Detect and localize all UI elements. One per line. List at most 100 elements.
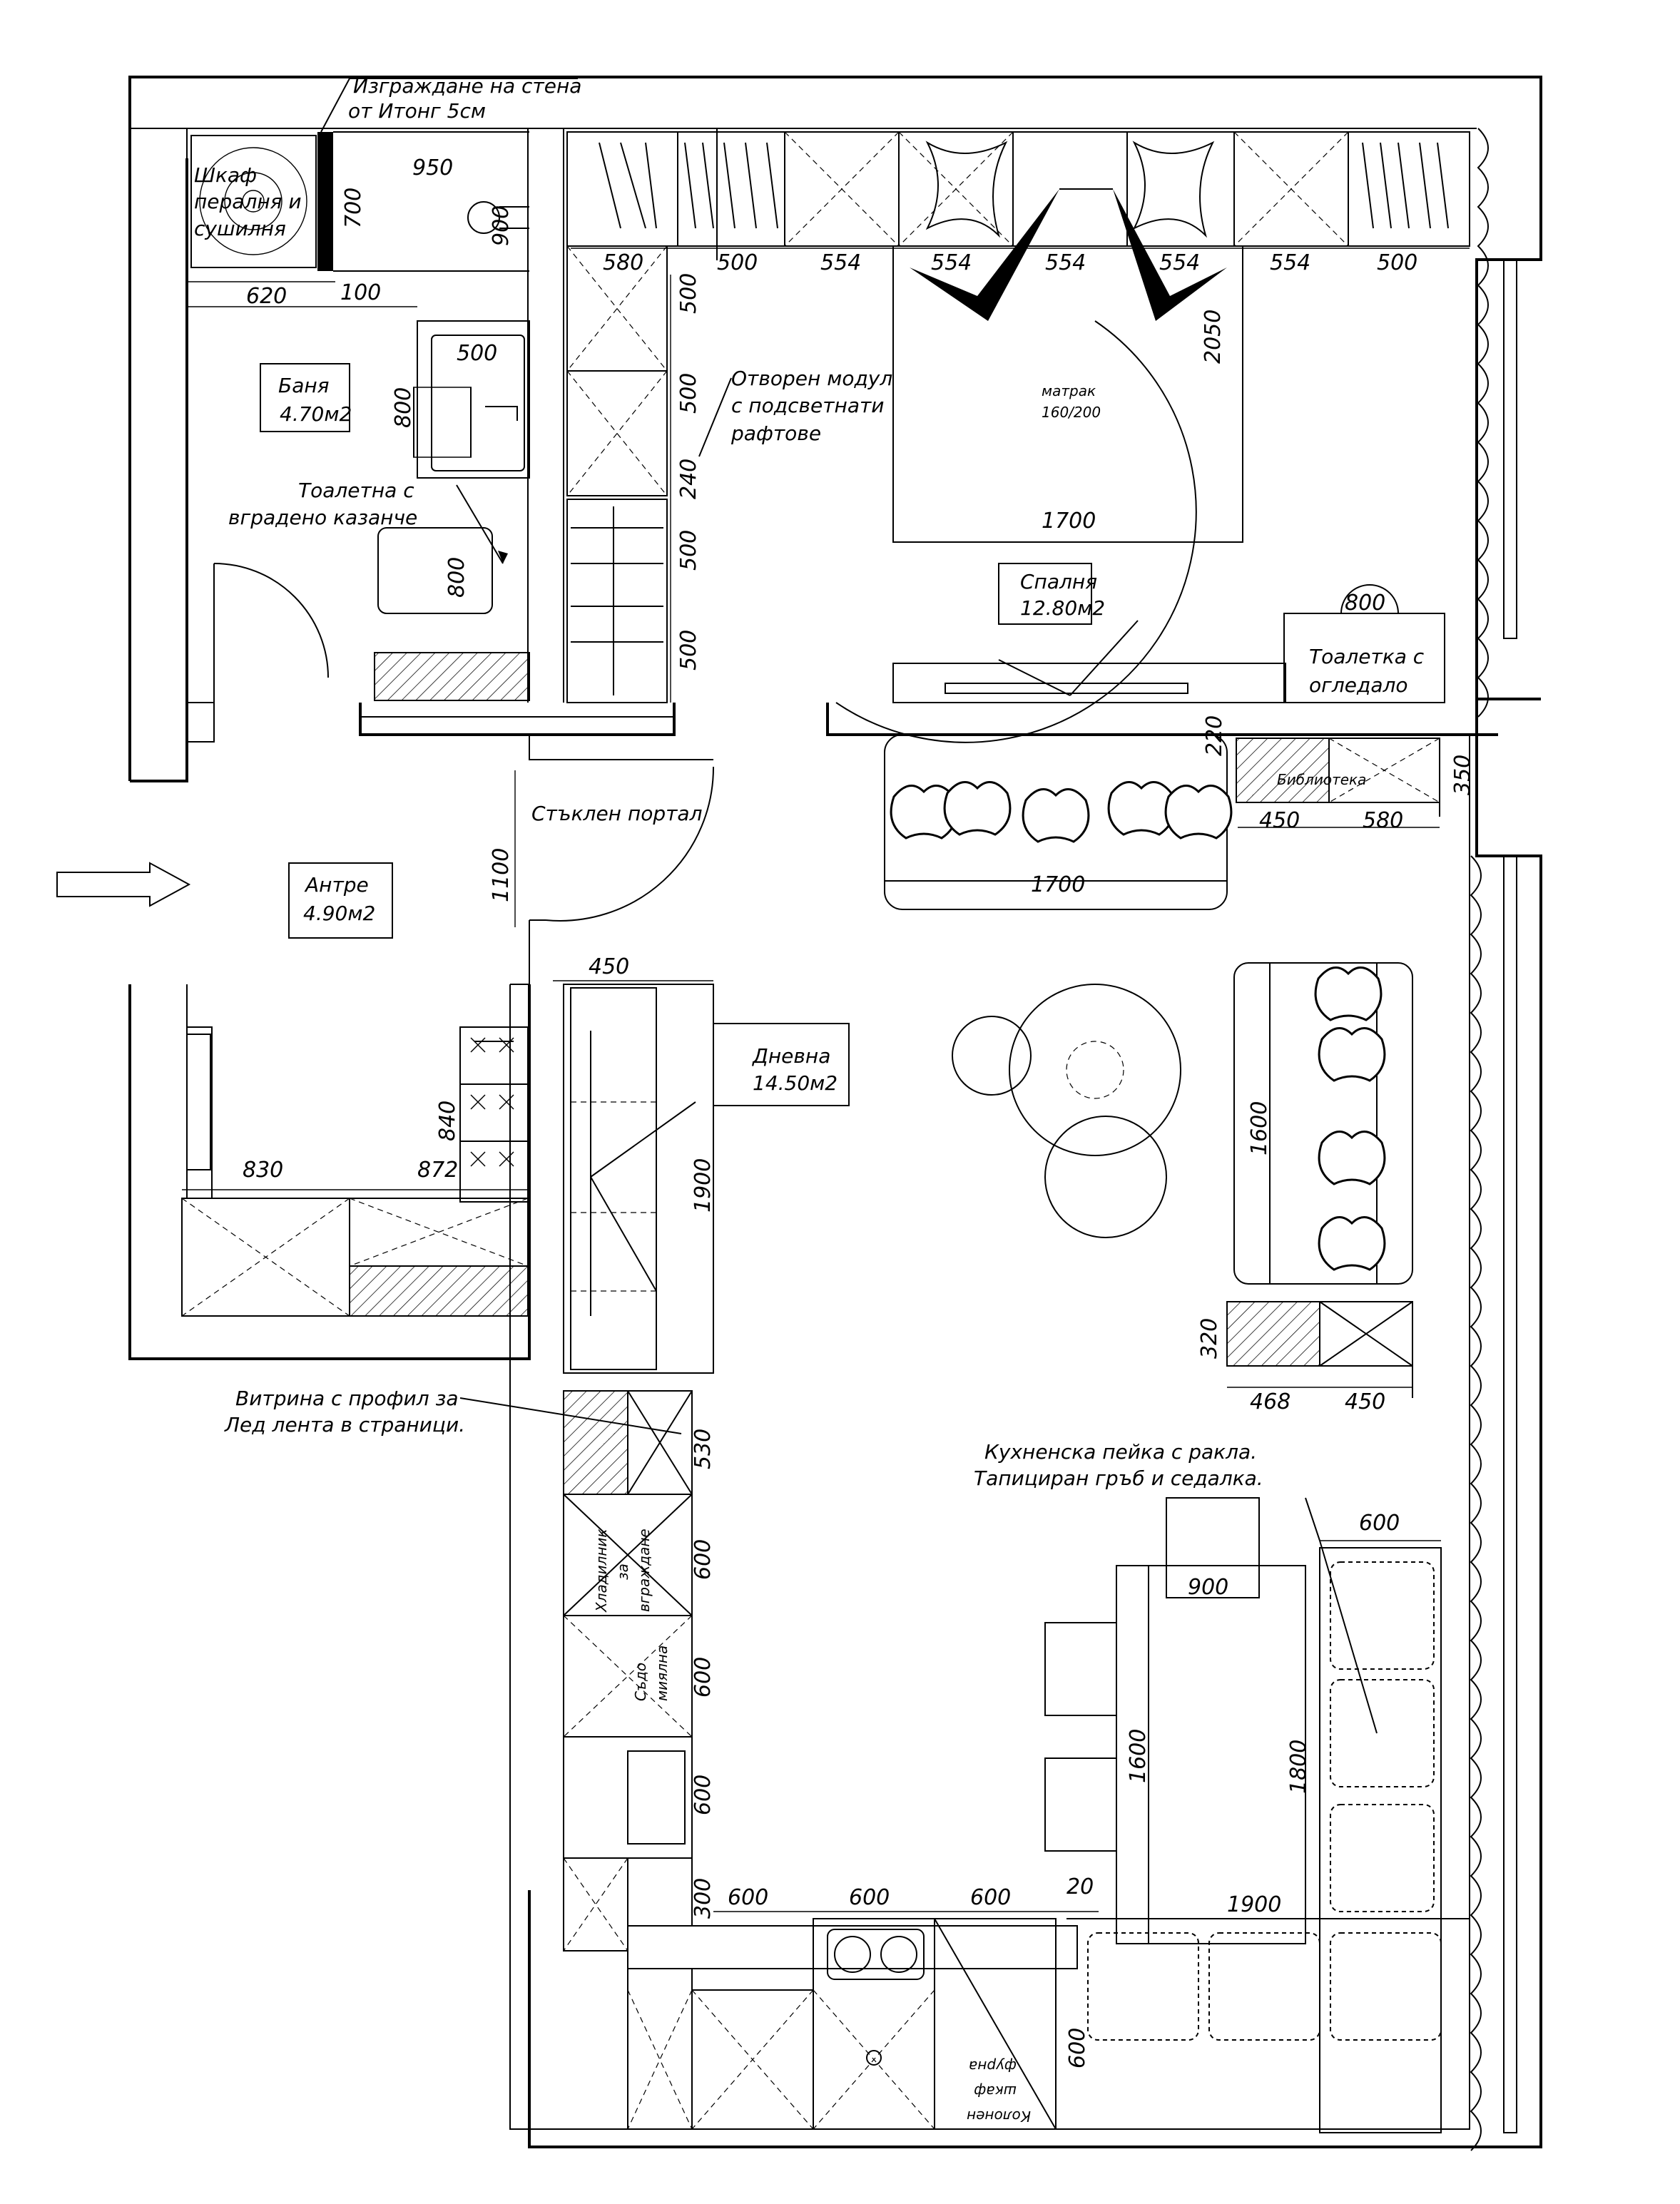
hall-area: 4.90м2 [303,902,375,925]
bathroom-name: Баня [278,374,330,397]
sofa-pillow [1318,1131,1386,1185]
dim-500-v3: 500 [676,530,701,571]
itong-wall [317,132,333,271]
window-curtain-right [1470,128,1517,2151]
dim-600-seat: 600 [1359,1511,1400,1536]
shelf-mark [499,1037,514,1053]
shelf-mark [499,1094,514,1110]
shelf-mark [470,1151,486,1167]
dim-240: 240 [676,459,701,499]
dim-872: 872 [417,1158,458,1183]
note-dresser-2: огледало [1309,673,1408,697]
note-library: Библиотека [1277,771,1366,788]
living-name: Дневна [751,1044,830,1068]
dim-700: 700 [341,188,366,228]
bathroom-area: 4.70м2 [280,402,352,426]
dim-950: 950 [412,155,453,180]
note-bench-2: Тапициран гръб и седалка. [974,1466,1263,1490]
bench-cushion [1330,1804,1435,1912]
note-open-2: с подсветнати [731,394,885,417]
bed [835,245,1445,743]
dim-1900-bench: 1900 [1227,1892,1281,1917]
dim-600-k1: 600 [691,1539,716,1580]
note-cabinet-1: Шкаф [194,163,257,187]
dim-800-toilet: 800 [444,557,469,598]
bath-room-tag [260,363,350,432]
dim-468: 468 [1250,1389,1290,1414]
note-column-2: шкаф [974,2083,1017,2100]
note-glass-portal: Стъклен портал [531,802,703,825]
dim-1600-sofa: 1600 [1247,1101,1272,1155]
glass-portal [529,766,715,922]
bench-cushion [1330,1932,1442,2041]
dim-1900-tv: 1900 [691,1158,716,1213]
dim-300: 300 [691,1878,716,1919]
bathroom [190,131,530,703]
dim-500-v2: 500 [676,373,701,414]
bedroom-tag-box [998,563,1092,625]
dim-500-v1: 500 [676,273,701,314]
shelf-mark [470,1037,486,1053]
dim-600-h3: 600 [970,1885,1011,1910]
dim-450-tv: 450 [589,954,629,979]
dim-2050: 2050 [1201,310,1226,364]
dim-220: 220 [1202,715,1227,756]
note-cabinet-2: пералня и [194,190,302,213]
dim-800-dresser: 800 [1345,591,1385,616]
bench-cushion [1208,1932,1320,2041]
bench-cushion [1330,1561,1435,1670]
dim-1100: 1100 [489,848,514,902]
living-tag-box [713,1023,850,1106]
dim-500-end: 500 [1377,250,1417,275]
dim-450-shelf: 450 [1345,1389,1385,1414]
dimensions: 950 700 900 620 100 500 800 800 580 500 … [182,155,1475,2068]
dim-1700-sofa: 1700 [1031,872,1085,897]
wardrobe-top [566,131,1470,703]
dim-1700-bed: 1700 [1042,509,1096,534]
entrance-arrow [56,862,191,907]
dim-580-library: 580 [1363,808,1403,833]
dim-100: 100 [340,280,381,305]
note-column-1: Колонен [967,2108,1031,2125]
dim-554-d: 554 [1159,250,1200,275]
dim-900: 900 [489,205,514,246]
bench-cushion [1330,1679,1435,1787]
sofa-pillow [1022,788,1090,843]
note-wall-line1: Изграждане на стена [353,74,581,98]
dim-600-h2: 600 [849,1885,890,1910]
dim-900-table: 900 [1188,1575,1228,1600]
bench-cushion [1087,1932,1199,2041]
note-toilet-2: вградено казанче [228,506,417,529]
dim-620: 620 [246,284,287,309]
dim-830: 830 [243,1158,283,1183]
dim-1600-table: 1600 [1126,1729,1151,1783]
bath-shelf [374,652,530,701]
note-showcase-1: Витрина с профил за [235,1387,459,1410]
dim-554-e: 554 [1270,250,1310,275]
dim-320: 320 [1197,1318,1222,1359]
sofa-pillow [1107,781,1176,836]
sofa-pillow [1314,966,1383,1021]
note-mattress-1: матрак [1042,382,1096,399]
sofa-pillow [1318,1027,1386,1082]
hall-name: Антре [304,873,369,897]
dim-600-bench: 600 [1065,2028,1090,2068]
dim-350: 350 [1450,755,1475,795]
note-fridge-3: вграждане [636,1529,653,1612]
note-fridge-2: за [614,1563,631,1580]
note-toilet-1: Тоалетна с [298,479,414,502]
bedroom-area: 12.80м2 [1020,596,1105,620]
note-dish-2: миялна [653,1646,671,1701]
note-cabinet-3: сушилня [194,217,286,240]
labels: Изграждане на стена от Итонг 5см Шкаф пе… [194,74,1425,2125]
dim-554-b: 554 [931,250,972,275]
sofa-pillow [1318,1216,1386,1271]
dim-600-k2: 600 [691,1657,716,1698]
bedroom-name: Спалня [1020,570,1097,593]
shelf-mark [470,1094,486,1110]
hall-tag-box [288,862,393,939]
kitchen [459,1390,1470,2133]
dim-500-wardrobe: 500 [717,250,758,275]
living [181,734,1440,1398]
dim-450-library: 450 [1259,808,1300,833]
